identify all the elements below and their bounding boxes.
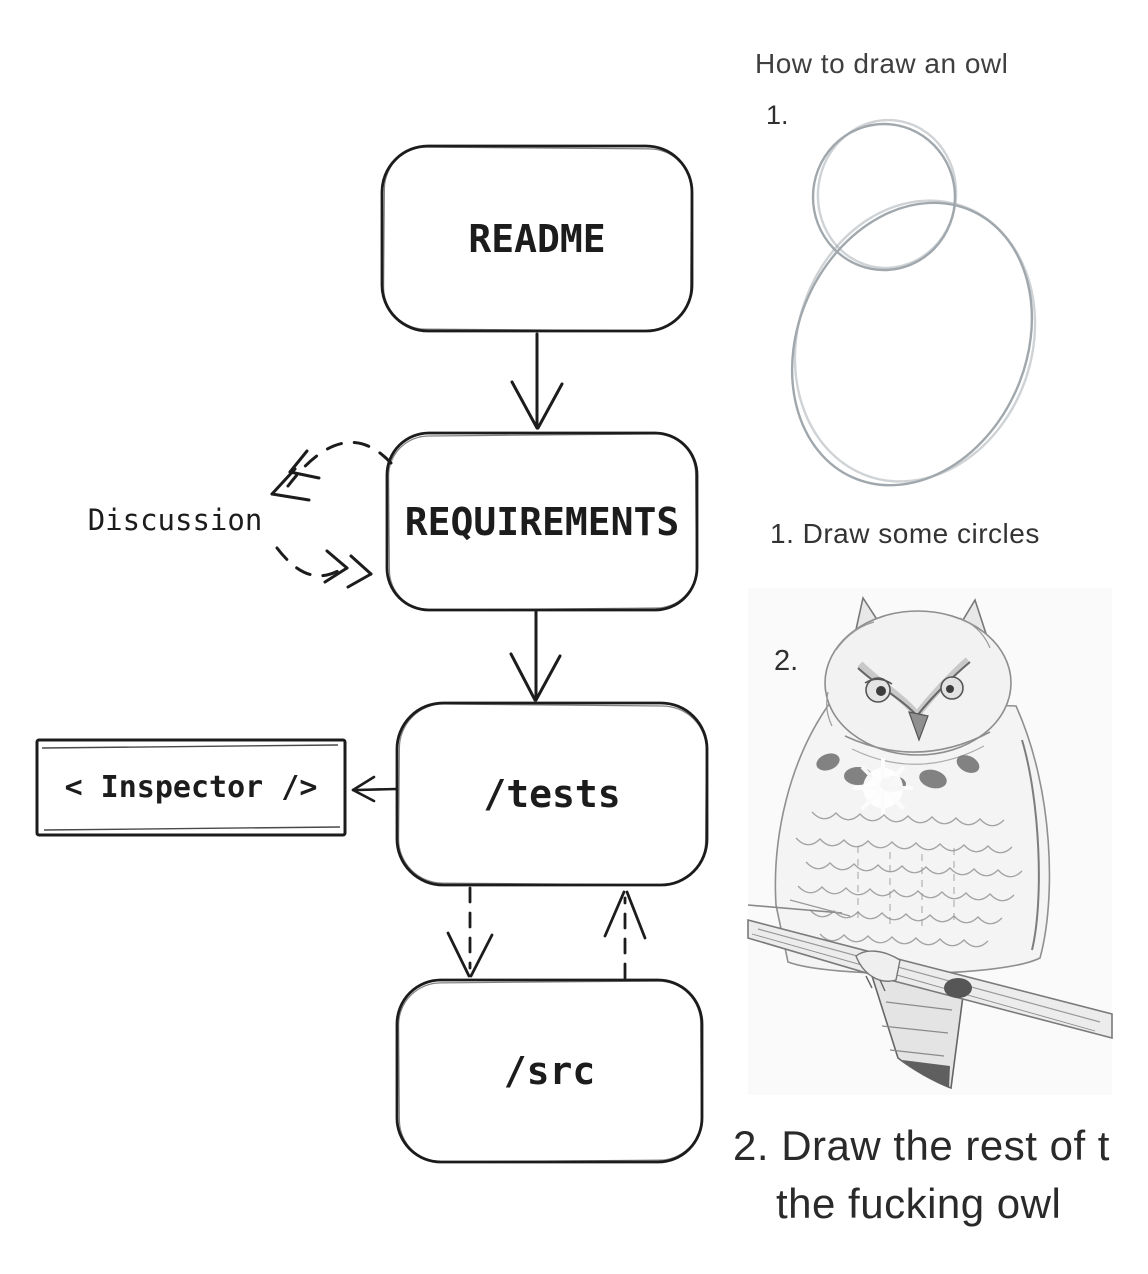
step2-caption-line2: the fucking owl [776,1180,1062,1227]
requirements-box [385,431,699,612]
node-readme: README [468,216,606,261]
arrow-requirements-to-tests [509,610,562,702]
owl-tail [870,975,965,1090]
node-requirements: REQUIREMENTS [404,499,680,544]
step2-caption-line1: 2. Draw the rest of t [733,1122,1110,1169]
discussion-label: Discussion [87,503,263,537]
owl-beak [908,711,929,742]
arrow-tests-to-inspector [351,775,398,803]
node-src: /src [503,1049,596,1093]
step2-number: 2. [774,645,799,677]
owl-plumage [795,811,1023,948]
owl-head [824,595,1012,756]
arrow-requirements-to-discussion [270,440,393,502]
circles-sketch [790,118,1037,487]
tests-box [395,701,709,887]
owl-sketch [747,595,1113,1090]
node-tests: /tests [483,772,621,816]
owl-starburst [853,758,913,818]
src-box [395,978,704,1164]
arrow-readme-to-requirements [510,332,564,430]
owl-panel-title: How to draw an owl [755,48,1009,79]
readme-box [380,144,694,333]
arrow-tests-to-src-dashed [446,886,494,978]
owl-foot [855,950,972,998]
arrow-discussion-to-requirements [275,546,373,589]
owl-belly-streaks [857,846,955,930]
inspector-box [35,738,347,837]
step1-caption: 1. Draw some circles [770,518,1040,549]
step1-number: 1. [766,100,789,130]
inspector-label: < Inspector /> [64,770,318,805]
arrow-src-to-tests-dashed [603,890,647,980]
